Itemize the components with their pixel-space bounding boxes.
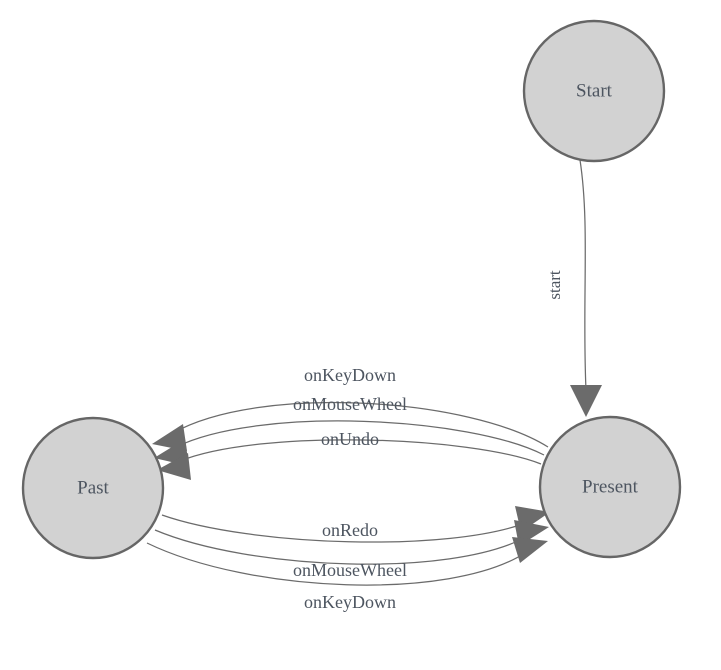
node-present[interactable]: Present bbox=[538, 415, 682, 559]
node-past-circle bbox=[21, 416, 165, 560]
node-past-label: Past bbox=[77, 477, 109, 498]
edge-start-to-present[interactable]: start bbox=[545, 159, 602, 417]
edge-label-top-onundo: onUndo bbox=[321, 429, 379, 449]
edge-present-to-past-onundo-path bbox=[179, 439, 542, 465]
edge-label-bottom-onredo: onRedo bbox=[322, 520, 378, 540]
node-start-circle bbox=[522, 19, 666, 163]
node-past[interactable]: Past bbox=[21, 416, 165, 560]
edge-label-bottom-onkeydown: onKeyDown bbox=[304, 592, 396, 612]
edge-present-to-past-onundo[interactable]: onUndo bbox=[157, 429, 542, 480]
node-present-label: Present bbox=[582, 476, 639, 497]
edge-past-to-present-onkeydown-path bbox=[146, 542, 526, 586]
edge-label-start: start bbox=[545, 270, 564, 300]
edge-label-top-onkeydown: onKeyDown bbox=[304, 365, 396, 385]
node-start-label: Start bbox=[576, 80, 613, 101]
arrowhead-past-to-present-onkeydown bbox=[512, 537, 548, 563]
edge-past-to-present-onmousewheel[interactable]: onMouseWheel bbox=[154, 520, 549, 580]
edge-past-to-present-onredo[interactable]: onRedo bbox=[161, 506, 550, 543]
edge-label-top-onmousewheel: onMouseWheel bbox=[293, 394, 407, 414]
edge-start-to-present-path bbox=[579, 159, 587, 391]
edge-present-to-past-onkeydown-path bbox=[172, 401, 549, 448]
arrowhead-start-to-present bbox=[570, 385, 602, 417]
edge-present-to-past-onmousewheel-path bbox=[175, 420, 545, 456]
edge-past-to-present-onkeydown[interactable]: onKeyDown bbox=[146, 537, 548, 612]
node-start[interactable]: Start bbox=[522, 19, 666, 163]
node-present-circle bbox=[538, 415, 682, 559]
edge-past-to-present-onmousewheel-path bbox=[154, 529, 527, 565]
edge-label-bottom-onmousewheel: onMouseWheel bbox=[293, 560, 407, 580]
edge-past-to-present-onredo-path bbox=[161, 514, 529, 543]
arrowhead-present-to-past-onundo bbox=[157, 453, 191, 480]
